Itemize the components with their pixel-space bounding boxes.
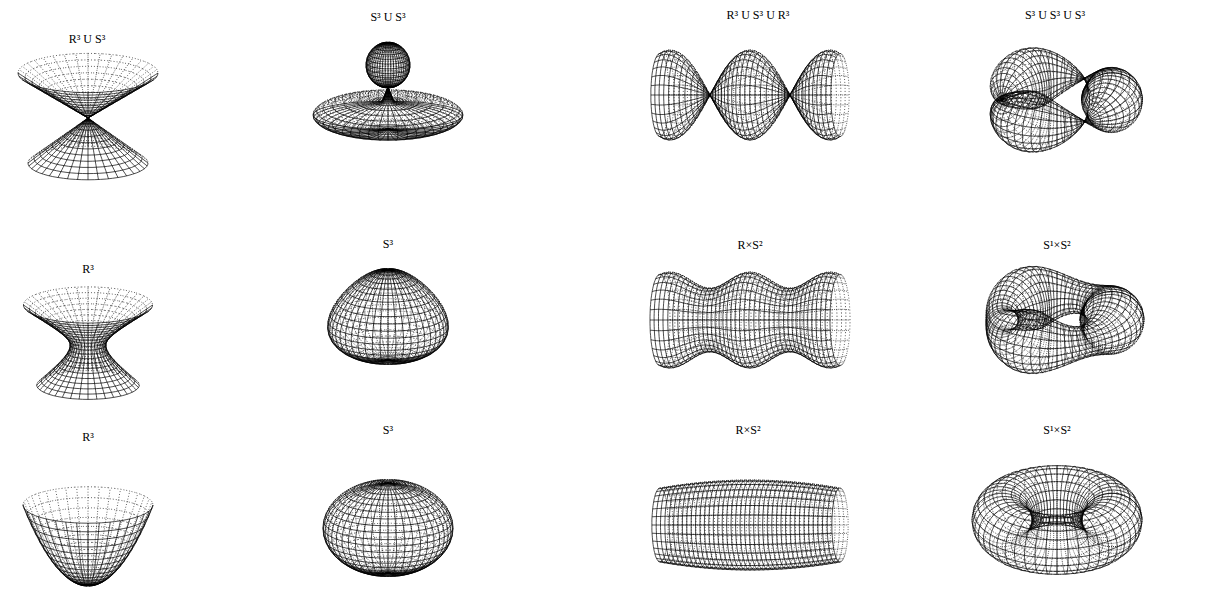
visible-mesh bbox=[23, 505, 153, 586]
visible-mesh bbox=[650, 272, 840, 368]
visible-mesh bbox=[986, 266, 1144, 373]
visible-mesh bbox=[23, 305, 152, 399]
hidden-mesh bbox=[23, 487, 153, 585]
surface-label: S³ U S³ bbox=[370, 10, 405, 24]
visible-mesh bbox=[313, 43, 463, 140]
hidden-mesh bbox=[990, 48, 1142, 152]
visible-mesh bbox=[323, 483, 453, 577]
visible-mesh bbox=[328, 270, 449, 365]
surface-label: R×S² bbox=[737, 238, 762, 252]
visible-mesh bbox=[972, 465, 1142, 574]
surface-label: S¹×S² bbox=[1043, 423, 1070, 437]
surface-label: S³ U S³ U S³ bbox=[1025, 8, 1085, 22]
surface-label: R³ U S³ bbox=[69, 32, 106, 46]
surface-label: R³ bbox=[82, 430, 94, 444]
visible-mesh bbox=[651, 50, 840, 140]
surface-label: S¹×S² bbox=[1043, 238, 1070, 252]
surface-label: R³ U S³ U R³ bbox=[727, 8, 790, 22]
surface-label: S³ bbox=[383, 423, 393, 437]
surface-label: S³ bbox=[383, 237, 393, 251]
hidden-mesh bbox=[972, 465, 1142, 574]
visible-mesh bbox=[18, 73, 158, 180]
visible-mesh bbox=[652, 480, 840, 570]
hidden-mesh bbox=[986, 266, 1144, 373]
surface-label: R³ bbox=[82, 262, 94, 276]
surface-label: R×S² bbox=[735, 423, 760, 437]
visible-mesh bbox=[990, 48, 1142, 152]
